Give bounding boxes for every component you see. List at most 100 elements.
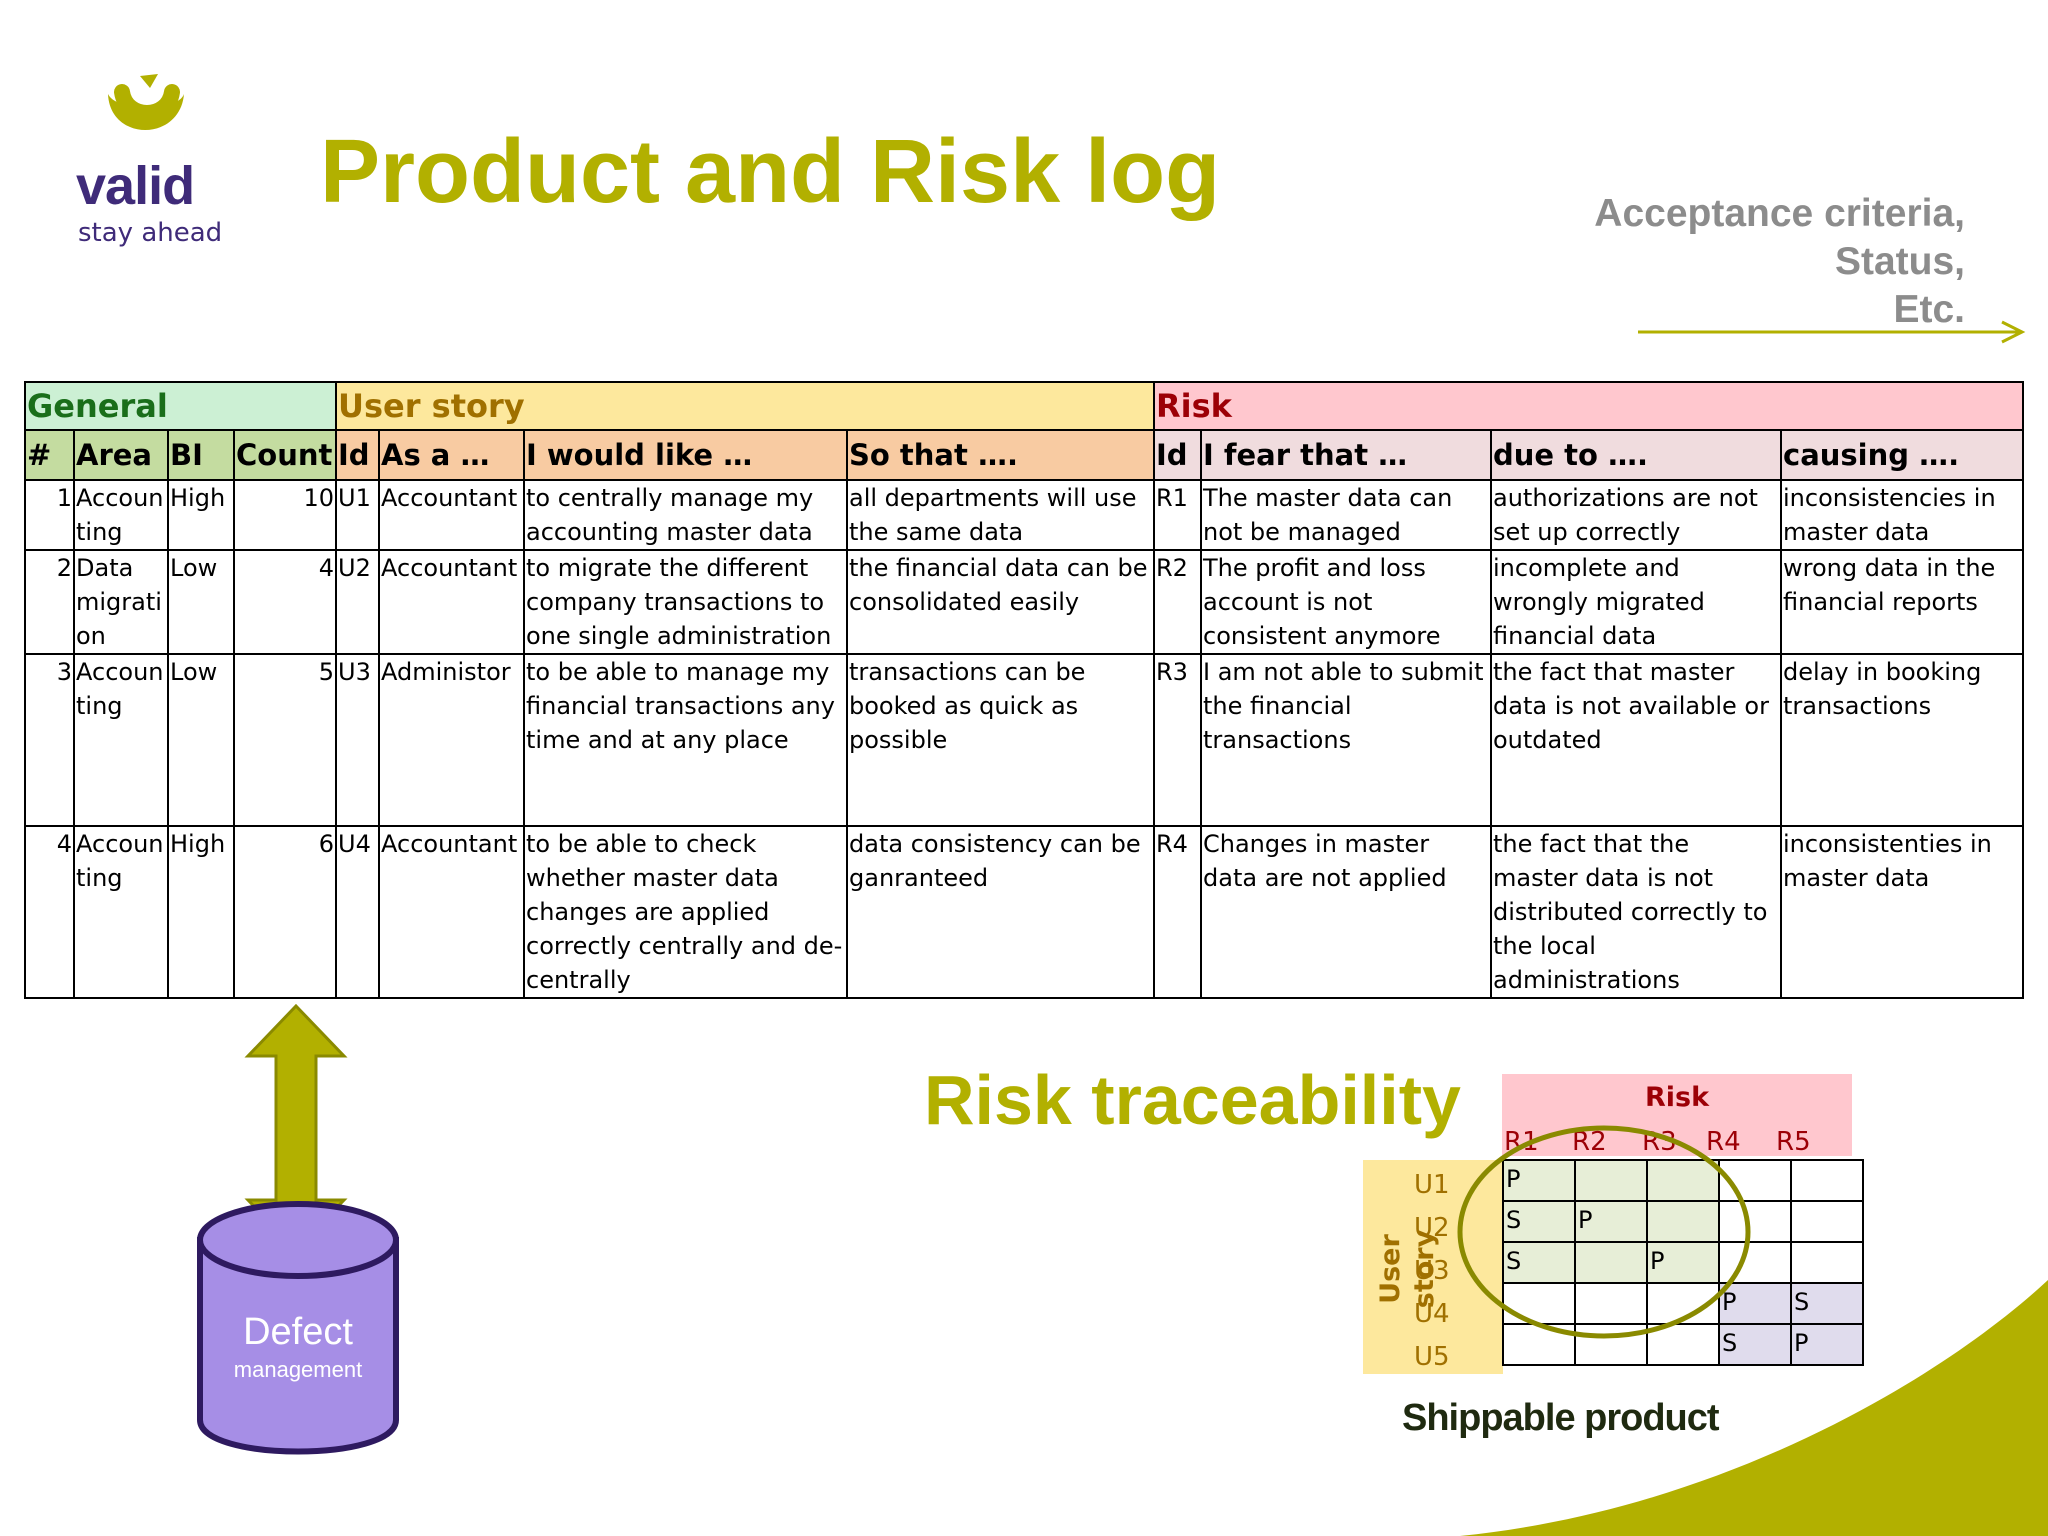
- acceptance-line-2: Status,: [1834, 240, 1965, 283]
- cell-so-that: all departments will use the same data: [846, 479, 1155, 551]
- matrix-cell: [1574, 1323, 1648, 1366]
- matrix-cell: [1718, 1241, 1792, 1284]
- highlight-ellipse: [1457, 1125, 1751, 1339]
- story-row-label: U5: [1414, 1342, 1450, 1372]
- matrix-row: P: [1502, 1159, 1864, 1202]
- matrix-cell: P: [1718, 1282, 1792, 1325]
- cell-would-like: to be able to check whether master data …: [523, 825, 848, 999]
- col-header-due-to: due to ….: [1490, 429, 1782, 481]
- story-row-label: U4: [1414, 1299, 1450, 1329]
- valid-logo-mark-icon: [108, 74, 184, 130]
- matrix-cell: P: [1646, 1241, 1720, 1284]
- matrix-cell: P: [1502, 1159, 1576, 1202]
- cell-num: 2: [24, 549, 75, 655]
- table-row: 4 Accoun ting High 6 U4 Accountant to be…: [24, 825, 2024, 999]
- cell-count: 10: [233, 479, 337, 551]
- defect-title: Defect: [243, 1311, 353, 1353]
- matrix-cell: P: [1790, 1323, 1864, 1366]
- cell-as-a: Accountant: [378, 549, 525, 655]
- cell-area: Accoun ting: [73, 825, 169, 999]
- col-header-as-a: As a …: [378, 429, 525, 481]
- cell-bi: Low: [167, 653, 235, 827]
- matrix-cell: [1646, 1200, 1720, 1243]
- database-cylinder-icon: [197, 1201, 399, 1455]
- cell-causing: delay in booking transactions: [1780, 653, 2024, 827]
- risk-header-label: Risk: [1644, 1082, 1710, 1113]
- traceability-matrix: P S P S P P S S P: [1502, 1159, 1864, 1366]
- cell-due-to: the fact that the master data is not dis…: [1490, 825, 1782, 999]
- cell-us-id: U2: [335, 549, 380, 655]
- cell-as-a: Accountant: [378, 825, 525, 999]
- cell-due-to: incomplete and wrongly migrated financia…: [1490, 549, 1782, 655]
- cell-bi: Low: [167, 549, 235, 655]
- cell-area: Data migrati on: [73, 549, 169, 655]
- cell-count: 4: [233, 549, 337, 655]
- cell-num: 4: [24, 825, 75, 999]
- matrix-cell: [1574, 1241, 1648, 1284]
- cell-bi: High: [167, 479, 235, 551]
- right-arrow-icon: [1638, 320, 2026, 344]
- cell-num: 1: [24, 479, 75, 551]
- cell-would-like: to migrate the different company transac…: [523, 549, 848, 655]
- matrix-cell: [1574, 1159, 1648, 1202]
- product-risk-log-table: General User story Risk # Area BI Count …: [24, 381, 2024, 999]
- cell-fear: I am not able to submit the financial tr…: [1200, 653, 1492, 827]
- cell-causing: wrong data in the financial reports: [1780, 549, 2024, 655]
- matrix-row: S P: [1502, 1241, 1864, 1284]
- matrix-row: S P: [1502, 1323, 1864, 1366]
- group-risk: Risk: [1153, 381, 2024, 431]
- column-header-row: # Area BI Count Id As a … I would like ……: [24, 429, 2024, 481]
- matrix-cell: [1790, 1159, 1864, 1202]
- defect-subtitle: management: [233, 1357, 363, 1382]
- matrix-cell: S: [1718, 1323, 1792, 1366]
- col-header-num: #: [24, 429, 75, 481]
- matrix-cell: [1646, 1159, 1720, 1202]
- cell-risk-id: R2: [1153, 549, 1202, 655]
- matrix-cell: [1646, 1323, 1720, 1366]
- group-header-row: General User story Risk: [24, 381, 2024, 431]
- cell-count: 5: [233, 653, 337, 827]
- cell-so-that: transactions can be booked as quick as p…: [846, 653, 1155, 827]
- cell-fear: The master data can not be managed: [1200, 479, 1492, 551]
- col-header-fear: I fear that …: [1200, 429, 1492, 481]
- cell-causing: inconsistencies in master data: [1780, 479, 2024, 551]
- matrix-cell: S: [1790, 1282, 1864, 1325]
- cell-would-like: to centrally manage my accounting master…: [523, 479, 848, 551]
- col-header-so-that: So that ….: [846, 429, 1155, 481]
- group-general: General: [24, 381, 337, 431]
- cell-due-to: authorizations are not set up correctly: [1490, 479, 1782, 551]
- matrix-cell: S: [1502, 1200, 1576, 1243]
- matrix-cell: P: [1574, 1200, 1648, 1243]
- logo-wordmark: valid: [76, 156, 195, 216]
- risk-col-label: R5: [1776, 1127, 1811, 1157]
- matrix-row: S P: [1502, 1200, 1864, 1243]
- table-row: 1 Accoun ting High 10 U1 Accountant to c…: [24, 479, 2024, 551]
- traceability-title: Risk traceability: [924, 1061, 1461, 1139]
- cell-as-a: Administor: [378, 653, 525, 827]
- logo-tagline: stay ahead: [78, 218, 223, 248]
- cell-risk-id: R3: [1153, 653, 1202, 827]
- decorative-swoosh: [1460, 1280, 2048, 1536]
- table-row: 3 Accoun ting Low 5 U3 Administor to be …: [24, 653, 2024, 827]
- col-header-count: Count: [233, 429, 337, 481]
- cell-num: 3: [24, 653, 75, 827]
- cell-us-id: U1: [335, 479, 380, 551]
- acceptance-line-3: Etc.: [1893, 288, 1965, 331]
- cell-as-a: Accountant: [378, 479, 525, 551]
- group-user-story: User story: [335, 381, 1155, 431]
- matrix-row: P S: [1502, 1282, 1864, 1325]
- page-title: Product and Risk log: [320, 122, 1221, 222]
- table-row: 2 Data migrati on Low 4 U2 Accountant to…: [24, 549, 2024, 655]
- cell-so-that: data consistency can be ganranteed: [846, 825, 1155, 999]
- matrix-cell: [1574, 1282, 1648, 1325]
- col-header-causing: causing ….: [1780, 429, 2024, 481]
- user-story-label: User story: [1375, 1229, 1440, 1309]
- risk-col-label: R4: [1706, 1127, 1741, 1157]
- matrix-cell: S: [1502, 1241, 1576, 1284]
- col-header-risk-id: Id: [1153, 429, 1202, 481]
- cell-us-id: U3: [335, 653, 380, 827]
- cell-count: 6: [233, 825, 337, 999]
- cell-risk-id: R4: [1153, 825, 1202, 999]
- cell-us-id: U4: [335, 825, 380, 999]
- cell-due-to: the fact that master data is not availab…: [1490, 653, 1782, 827]
